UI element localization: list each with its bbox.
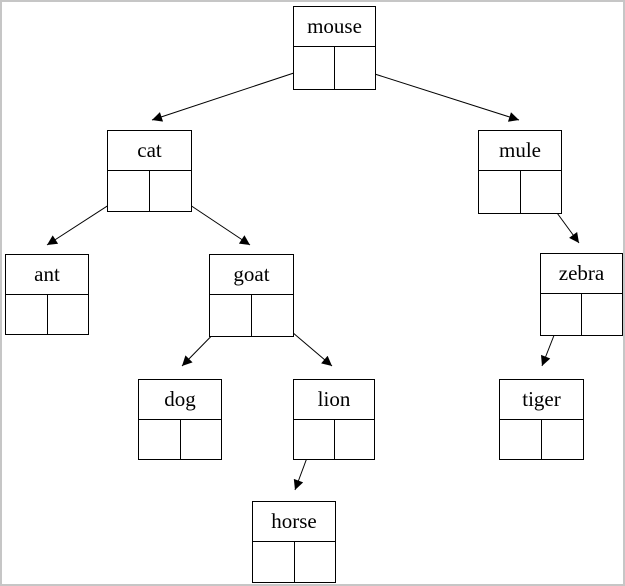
- node-left-pointer-cell: [294, 47, 335, 89]
- node-right-pointer-cell: [295, 542, 336, 582]
- node-left-pointer-cell: [253, 542, 295, 582]
- tree-node-lion: lion: [293, 379, 375, 460]
- node-right-pointer-cell: [335, 47, 375, 89]
- tree-node-dog: dog: [138, 379, 222, 460]
- node-left-pointer-cell: [541, 294, 582, 335]
- node-right-pointer-cell: [150, 171, 191, 211]
- node-label: cat: [108, 131, 191, 171]
- node-pointer-row: [253, 542, 335, 582]
- node-left-pointer-cell: [6, 295, 48, 334]
- tree-node-ant: ant: [5, 254, 89, 335]
- node-label: ant: [6, 255, 88, 295]
- tree-node-mouse: mouse: [293, 6, 376, 90]
- node-label: dog: [139, 380, 221, 420]
- node-label: goat: [210, 255, 293, 295]
- tree-node-cat: cat: [107, 130, 192, 212]
- node-right-pointer-cell: [335, 420, 375, 459]
- node-right-pointer-cell: [521, 171, 562, 213]
- node-pointer-row: [294, 47, 375, 89]
- node-label: tiger: [500, 380, 583, 420]
- node-left-pointer-cell: [139, 420, 181, 459]
- edge-mouse-left-to-cat: [151, 65, 316, 122]
- node-pointer-row: [210, 295, 293, 336]
- node-pointer-row: [139, 420, 221, 459]
- node-left-pointer-cell: [210, 295, 252, 336]
- node-pointer-row: [500, 420, 583, 459]
- tree-node-horse: horse: [252, 501, 336, 583]
- node-label: mouse: [294, 7, 375, 47]
- edge-mouse-right-to-mule: [355, 67, 520, 122]
- node-right-pointer-cell: [181, 420, 222, 459]
- tree-node-zebra: zebra: [540, 253, 623, 336]
- node-left-pointer-cell: [108, 171, 150, 211]
- node-right-pointer-cell: [252, 295, 293, 336]
- node-pointer-row: [294, 420, 374, 459]
- node-pointer-row: [6, 295, 88, 334]
- node-right-pointer-cell: [542, 420, 583, 459]
- tree-node-goat: goat: [209, 254, 294, 337]
- node-label: horse: [253, 502, 335, 542]
- node-right-pointer-cell: [48, 295, 89, 334]
- node-left-pointer-cell: [479, 171, 521, 213]
- node-pointer-row: [541, 294, 622, 335]
- node-left-pointer-cell: [294, 420, 335, 459]
- tree-node-mule: mule: [478, 130, 562, 214]
- node-label: lion: [294, 380, 374, 420]
- node-label: zebra: [541, 254, 622, 294]
- node-left-pointer-cell: [500, 420, 542, 459]
- tree-node-tiger: tiger: [499, 379, 584, 460]
- node-pointer-row: [479, 171, 561, 213]
- node-label: mule: [479, 131, 561, 171]
- node-pointer-row: [108, 171, 191, 211]
- node-right-pointer-cell: [582, 294, 622, 335]
